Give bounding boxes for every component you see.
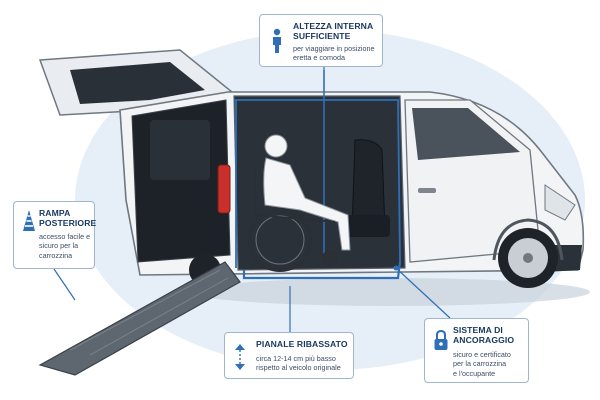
rear-door-panel [150, 120, 210, 180]
anchor-point [393, 265, 399, 271]
front-window [412, 108, 520, 160]
callout-title-line: POSTERIORE [39, 218, 97, 228]
vertical-arrows-icon [235, 344, 245, 370]
callout-description-line: per viaggiare in posizione [293, 44, 375, 53]
callout-description: circa 12-14 cm più basso rispetto al vei… [256, 354, 341, 373]
callout-title-line: PIANALE RIBASSATO [256, 339, 348, 349]
callout-title-line: ANCORAGGIO [453, 335, 515, 345]
headlight [544, 184, 576, 221]
connector-anchor [395, 267, 451, 319]
callout-title-line: RAMPA [39, 208, 71, 218]
callout-description-line: rispetto al veicolo originale [256, 363, 341, 373]
callout-title: SISTEMA DI ANCORAGGIO [453, 325, 514, 345]
callout-description: sicuro e certificato per la carrozzina e… [453, 350, 511, 378]
callout-description-line: sicuro per la [39, 241, 79, 251]
rear-seat [340, 139, 390, 237]
callout-description-line: accesso facile e [39, 232, 91, 241]
callout-title-line: SUFFICIENTE [293, 31, 351, 41]
callout-rear-ramp: RAMPA POSTERIORE accesso facile e sicuro… [13, 201, 96, 269]
callout-description: per viaggiare in posizione eretta e como… [293, 44, 375, 63]
door-handle [418, 188, 436, 193]
callout-description: accesso facile e sicuro per la carrozzin… [39, 232, 90, 260]
callout-interior-height: ALTEZZA INTERNA SUFFICIENTE per viaggiar… [259, 14, 383, 67]
ramp [38, 261, 241, 376]
callout-description-line: circa 12-14 cm più basso [256, 354, 336, 363]
callout-title: PIANALE RIBASSATO [256, 339, 348, 349]
callout-title: ALTEZZA INTERNA SUFFICIENTE [293, 21, 373, 41]
callout-title-line: SISTEMA DI [453, 325, 503, 335]
wheelchair-passenger [248, 134, 351, 272]
callout-description-line: eretta e comoda [293, 53, 345, 63]
taillight [217, 164, 231, 214]
padlock-icon [434, 329, 448, 350]
callout-anchoring-system: SISTEMA DI ANCORAGGIO sicuro e certifica… [424, 318, 529, 383]
callout-title: RAMPA POSTERIORE [39, 208, 96, 228]
callout-description-line: e l'occupante [453, 368, 496, 378]
front-wheel [498, 228, 558, 288]
callout-title-line: ALTEZZA INTERNA [293, 21, 374, 31]
connector-ramp [53, 268, 76, 301]
person-standing-icon [273, 28, 281, 53]
callout-description-line: carrozzina [39, 250, 73, 260]
interior-outline [234, 99, 401, 268]
callout-description-line: per la carrozzina [453, 359, 507, 369]
callout-lowered-floor: PIANALE RIBASSATO circa 12-14 cm più bas… [224, 332, 354, 379]
ramp-cone-icon [23, 210, 35, 231]
callout-description-line: sicuro e certificato [453, 350, 511, 359]
wheel-arch [492, 218, 564, 261]
